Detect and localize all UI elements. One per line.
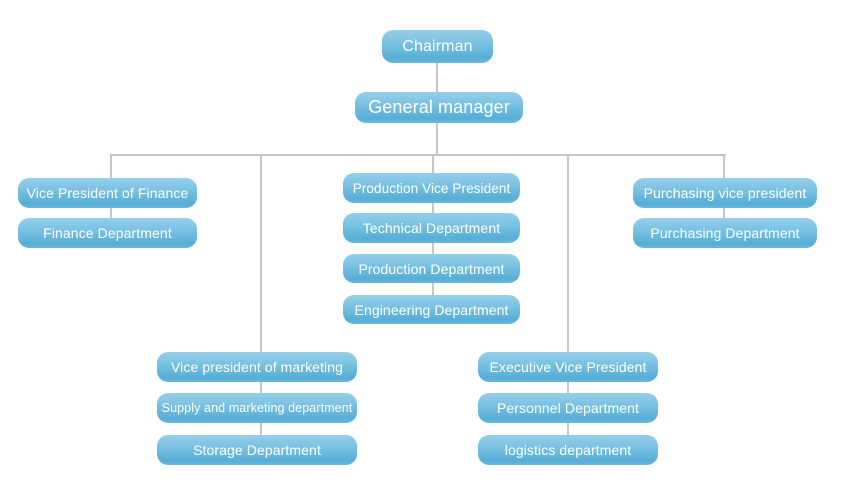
org-node-finance-dept: Finance Department: [18, 218, 197, 248]
connector-line-vertical: [432, 156, 434, 173]
connector-line-vertical: [436, 123, 438, 154]
connector-line-vertical: [432, 243, 434, 254]
connector-line-vertical: [723, 208, 725, 218]
connector-line-vertical: [110, 156, 112, 178]
connector-line-vertical: [260, 423, 262, 435]
org-node-technical-dept: Technical Department: [343, 213, 520, 243]
connector-line-horizontal: [110, 154, 726, 156]
org-node-executive-vp: Executive Vice President: [478, 352, 658, 382]
org-node-engineering-dept: Engineering Department: [343, 295, 520, 324]
org-node-purchasing-vp: Purchasing vice president: [633, 178, 817, 208]
org-node-general-manager: General manager: [355, 92, 523, 123]
connector-line-vertical: [110, 208, 112, 218]
org-node-marketing-vp: Vice president of marketing: [157, 352, 357, 382]
org-node-production-dept: Production Department: [343, 254, 520, 283]
connector-line-vertical: [432, 283, 434, 295]
connector-line-vertical: [260, 156, 262, 352]
org-node-chairman: Chairman: [382, 30, 493, 63]
connector-line-vertical: [723, 156, 725, 178]
org-node-vp-finance: Vice President of Finance: [18, 178, 197, 208]
connector-line-vertical: [432, 203, 434, 213]
connector-line-vertical: [567, 423, 569, 435]
connector-line-vertical: [436, 63, 438, 92]
org-node-purchasing-dept: Purchasing Department: [633, 218, 817, 248]
connector-line-vertical: [567, 156, 569, 352]
org-node-production-vp: Production Vice President: [343, 173, 520, 203]
connector-line-vertical: [260, 382, 262, 393]
org-node-supply-dept: Supply and marketing department: [157, 393, 357, 423]
org-node-personnel-dept: Personnel Department: [478, 393, 658, 423]
org-node-storage-dept: Storage Department: [157, 435, 357, 465]
org-node-logistics-dept: logistics department: [478, 435, 658, 465]
connector-line-vertical: [567, 382, 569, 393]
